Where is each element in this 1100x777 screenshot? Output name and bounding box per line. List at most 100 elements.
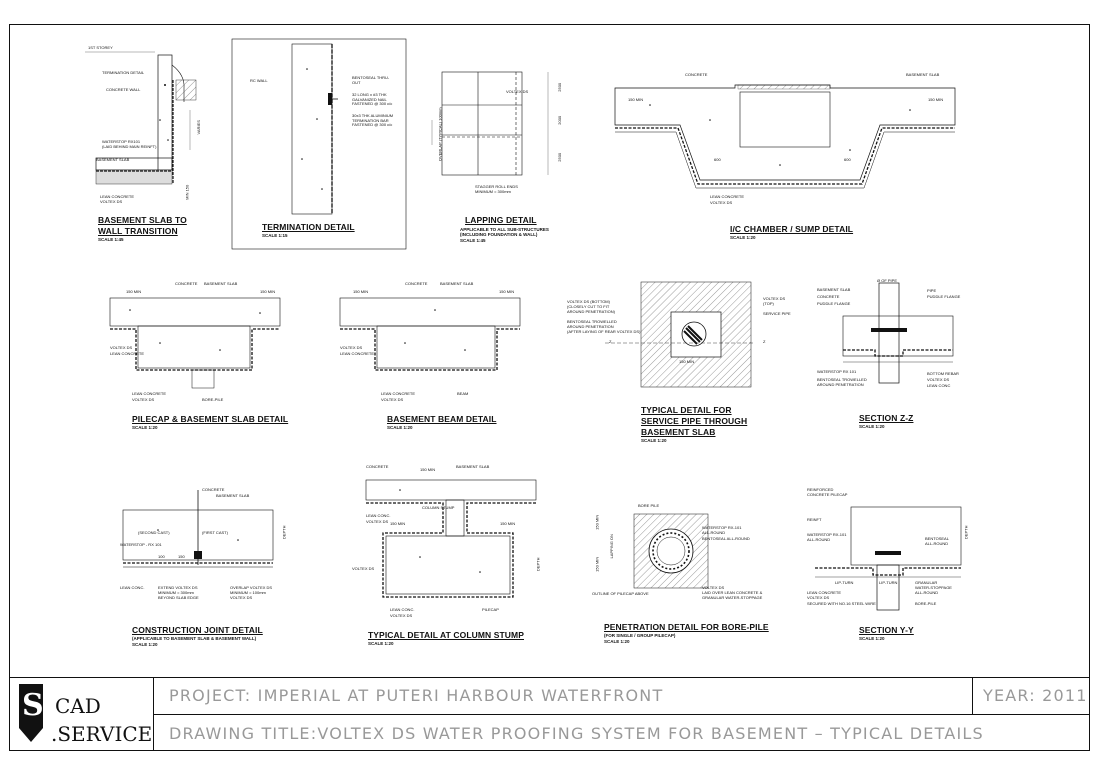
label: VOLTEX DS <box>230 595 253 600</box>
label: 150 MIN <box>390 521 406 526</box>
detail-bore-pile-penetration: BORE PILE WATERSTOP RX-101 ALL-ROUND BEN… <box>590 500 780 650</box>
label: PUDDLE FLANGE <box>927 294 961 299</box>
label: AROUND PENETRATION) <box>567 309 615 314</box>
label: 1ST STOREY <box>88 45 113 50</box>
label: VOLTEX DS <box>927 377 950 382</box>
detail-title-line: BASEMENT BEAM DETAIL <box>387 414 497 424</box>
detail-title-line: PENETRATION DETAIL FOR BORE-PILE <box>604 622 769 632</box>
detail-5-drawing <box>109 297 281 389</box>
title-block-year-divider <box>972 678 973 714</box>
label: STAGGER ROLL ENDS <box>475 184 518 189</box>
label: LAID OVER LEAN CONCRETE & <box>702 590 763 595</box>
label: BASEMENT SLAB <box>456 464 490 469</box>
label: WATERSTOP RX-101 <box>807 532 847 537</box>
label: ALL-ROUND <box>702 530 726 535</box>
detail-scale: SCALE 1:20 <box>387 425 413 430</box>
label: LIP-TURN <box>879 580 898 585</box>
label: RC WALL <box>250 78 268 83</box>
label: MINIMUM = 300mm <box>475 189 511 194</box>
label: VOLTEX DS <box>100 199 123 204</box>
detail-termination: RC WALL BENTOSEAL THRU-OUT 32 LONG x #3 … <box>231 38 407 250</box>
detail-scale: SCALE 1:20 <box>132 642 158 647</box>
label: Ø OF PIPE <box>877 278 898 283</box>
label: 2500 <box>557 152 563 162</box>
label: BENTOSEAL THRU-OUT <box>352 75 390 85</box>
detail-section-zz: BASEMENT SLAB CONCRETE PUDDLE FLANGE PIP… <box>815 278 960 433</box>
label: 150 MIN <box>353 289 369 294</box>
detail-subtitle: (INCLUDING FOUNDATION & WALL) <box>460 232 538 237</box>
label: OVERLAP (TYPICAL) 100mm <box>437 107 443 162</box>
label: 150 MIN <box>126 289 142 294</box>
label: (CLOSELY CUT TO FIT <box>567 304 610 309</box>
label: WATERSTOP RX-101 <box>702 525 742 530</box>
label: ALL-ROUND <box>925 541 949 546</box>
label: CONCRETE <box>366 464 389 469</box>
label: BASEMENT SLAB <box>96 157 130 162</box>
label: VOLTEX DS <box>763 296 786 301</box>
label: VOLTEX DS <box>807 595 830 600</box>
label: BEAM <box>457 391 469 396</box>
label: Z <box>609 339 612 344</box>
drawing-frame <box>9 24 1090 751</box>
label: VOLTEX DS (BOTTOM) <box>567 299 610 304</box>
label: REINFORCED <box>807 487 834 492</box>
label: 150 MIN <box>928 97 944 102</box>
detail-6-drawing <box>339 297 521 371</box>
detail-pilecap-basement-slab: CONCRETE BASEMENT SLAB VOLTEX DS LEAN CO… <box>100 278 290 438</box>
label: LEAN CONC. <box>120 585 145 590</box>
project-name: PROJECT: IMPERIAL AT PUTERI HARBOUR WATE… <box>169 686 664 705</box>
label: EXTEND VOLTEX DS <box>158 585 198 590</box>
label: DEPTH <box>535 557 541 572</box>
label: 150 MIN <box>594 514 600 530</box>
detail-title-line: BASEMENT SLAB <box>641 427 716 437</box>
label: CONCRETE <box>817 294 840 299</box>
label: OUTLINE OF PILECAP ABOVE <box>592 591 649 596</box>
label: 30x3 THK ALUMINIUM TERMINATION BAR FASTE… <box>352 113 394 128</box>
detail-column-stump: CONCRETE BASEMENT SLAB LEAN CONC. VOLTEX… <box>350 462 550 652</box>
detail-scale: SCALE 1:20 <box>859 636 885 641</box>
detail-subtitle: (APPLICABLE TO BASEMENT SLAB & BASEMENT … <box>132 636 257 641</box>
detail-title-line: BASEMENT SLAB TO <box>98 215 187 225</box>
label: (TOP) <box>763 301 774 306</box>
label: BASEMENT SLAB <box>216 493 250 498</box>
label: MIN 150 <box>184 184 190 200</box>
detail-ic-chamber-sump: CONCRETE BASEMENT SLAB LEAN CONCRETE VOL… <box>610 70 970 245</box>
label: 150 MIN <box>679 359 695 364</box>
label: CONCRETE WALL <box>106 87 141 92</box>
label: 150 MIN <box>594 556 600 572</box>
detail-title-line: PILECAP & BASEMENT SLAB DETAIL <box>132 414 289 424</box>
label: 150 MIN <box>628 97 644 102</box>
label: 2500 <box>557 82 563 92</box>
label: PILECAP <box>482 607 499 612</box>
logo-text-line1: CAD <box>55 694 101 718</box>
detail-scale: SCALE 1:45 <box>460 238 486 243</box>
label: LEAN CONCRETE <box>807 590 842 595</box>
label: BASEMENT SLAB <box>204 281 238 286</box>
detail-basement-beam: CONCRETE BASEMENT SLAB VOLTEX DS LEAN CO… <box>335 278 530 438</box>
detail-section-yy: REINFORCED CONCRETE PILECAP REINFT WATER… <box>805 485 975 655</box>
label: LEAN CONC. <box>366 513 391 518</box>
title-block-logo-cell: S CAD .SERVICE <box>9 678 154 751</box>
detail-title-line: SECTION Y-Y <box>859 625 914 635</box>
detail-title-line: SECTION Z-Z <box>859 413 914 423</box>
label: 150 MIN <box>420 467 436 472</box>
label: 600 <box>844 157 851 162</box>
title-block-row-divider <box>153 714 1090 715</box>
label: GRANULAR WATER-STOPPAGE <box>702 595 763 600</box>
label: (FIRST CAST) <box>202 530 228 535</box>
detail-subtitle: APPLICABLE TO ALL SUB-STRUCTURES <box>460 227 549 232</box>
label: VARIES <box>195 120 201 135</box>
detail-scale: SCALE 1:20 <box>859 424 885 429</box>
logo-mark-icon <box>19 684 43 742</box>
detail-1-drawing <box>85 51 197 185</box>
detail-basement-slab-wall-transition: 1ST STOREY TERMINATION DETAIL CONCRETE W… <box>80 40 210 250</box>
detail-title-line: CONSTRUCTION JOINT DETAIL <box>132 625 263 635</box>
detail-title-line: WALL TRANSITION <box>98 226 178 236</box>
label: WATERSTOP - RX 101 <box>120 542 162 547</box>
label: DEPTH <box>963 525 969 540</box>
label: GRANULAR <box>915 580 938 585</box>
label: BASEMENT SLAB <box>817 287 851 292</box>
label: MINIMUM = 300mm <box>158 590 194 595</box>
label: PIPE <box>927 288 937 293</box>
label: TERMINATION DETAIL <box>102 70 145 75</box>
